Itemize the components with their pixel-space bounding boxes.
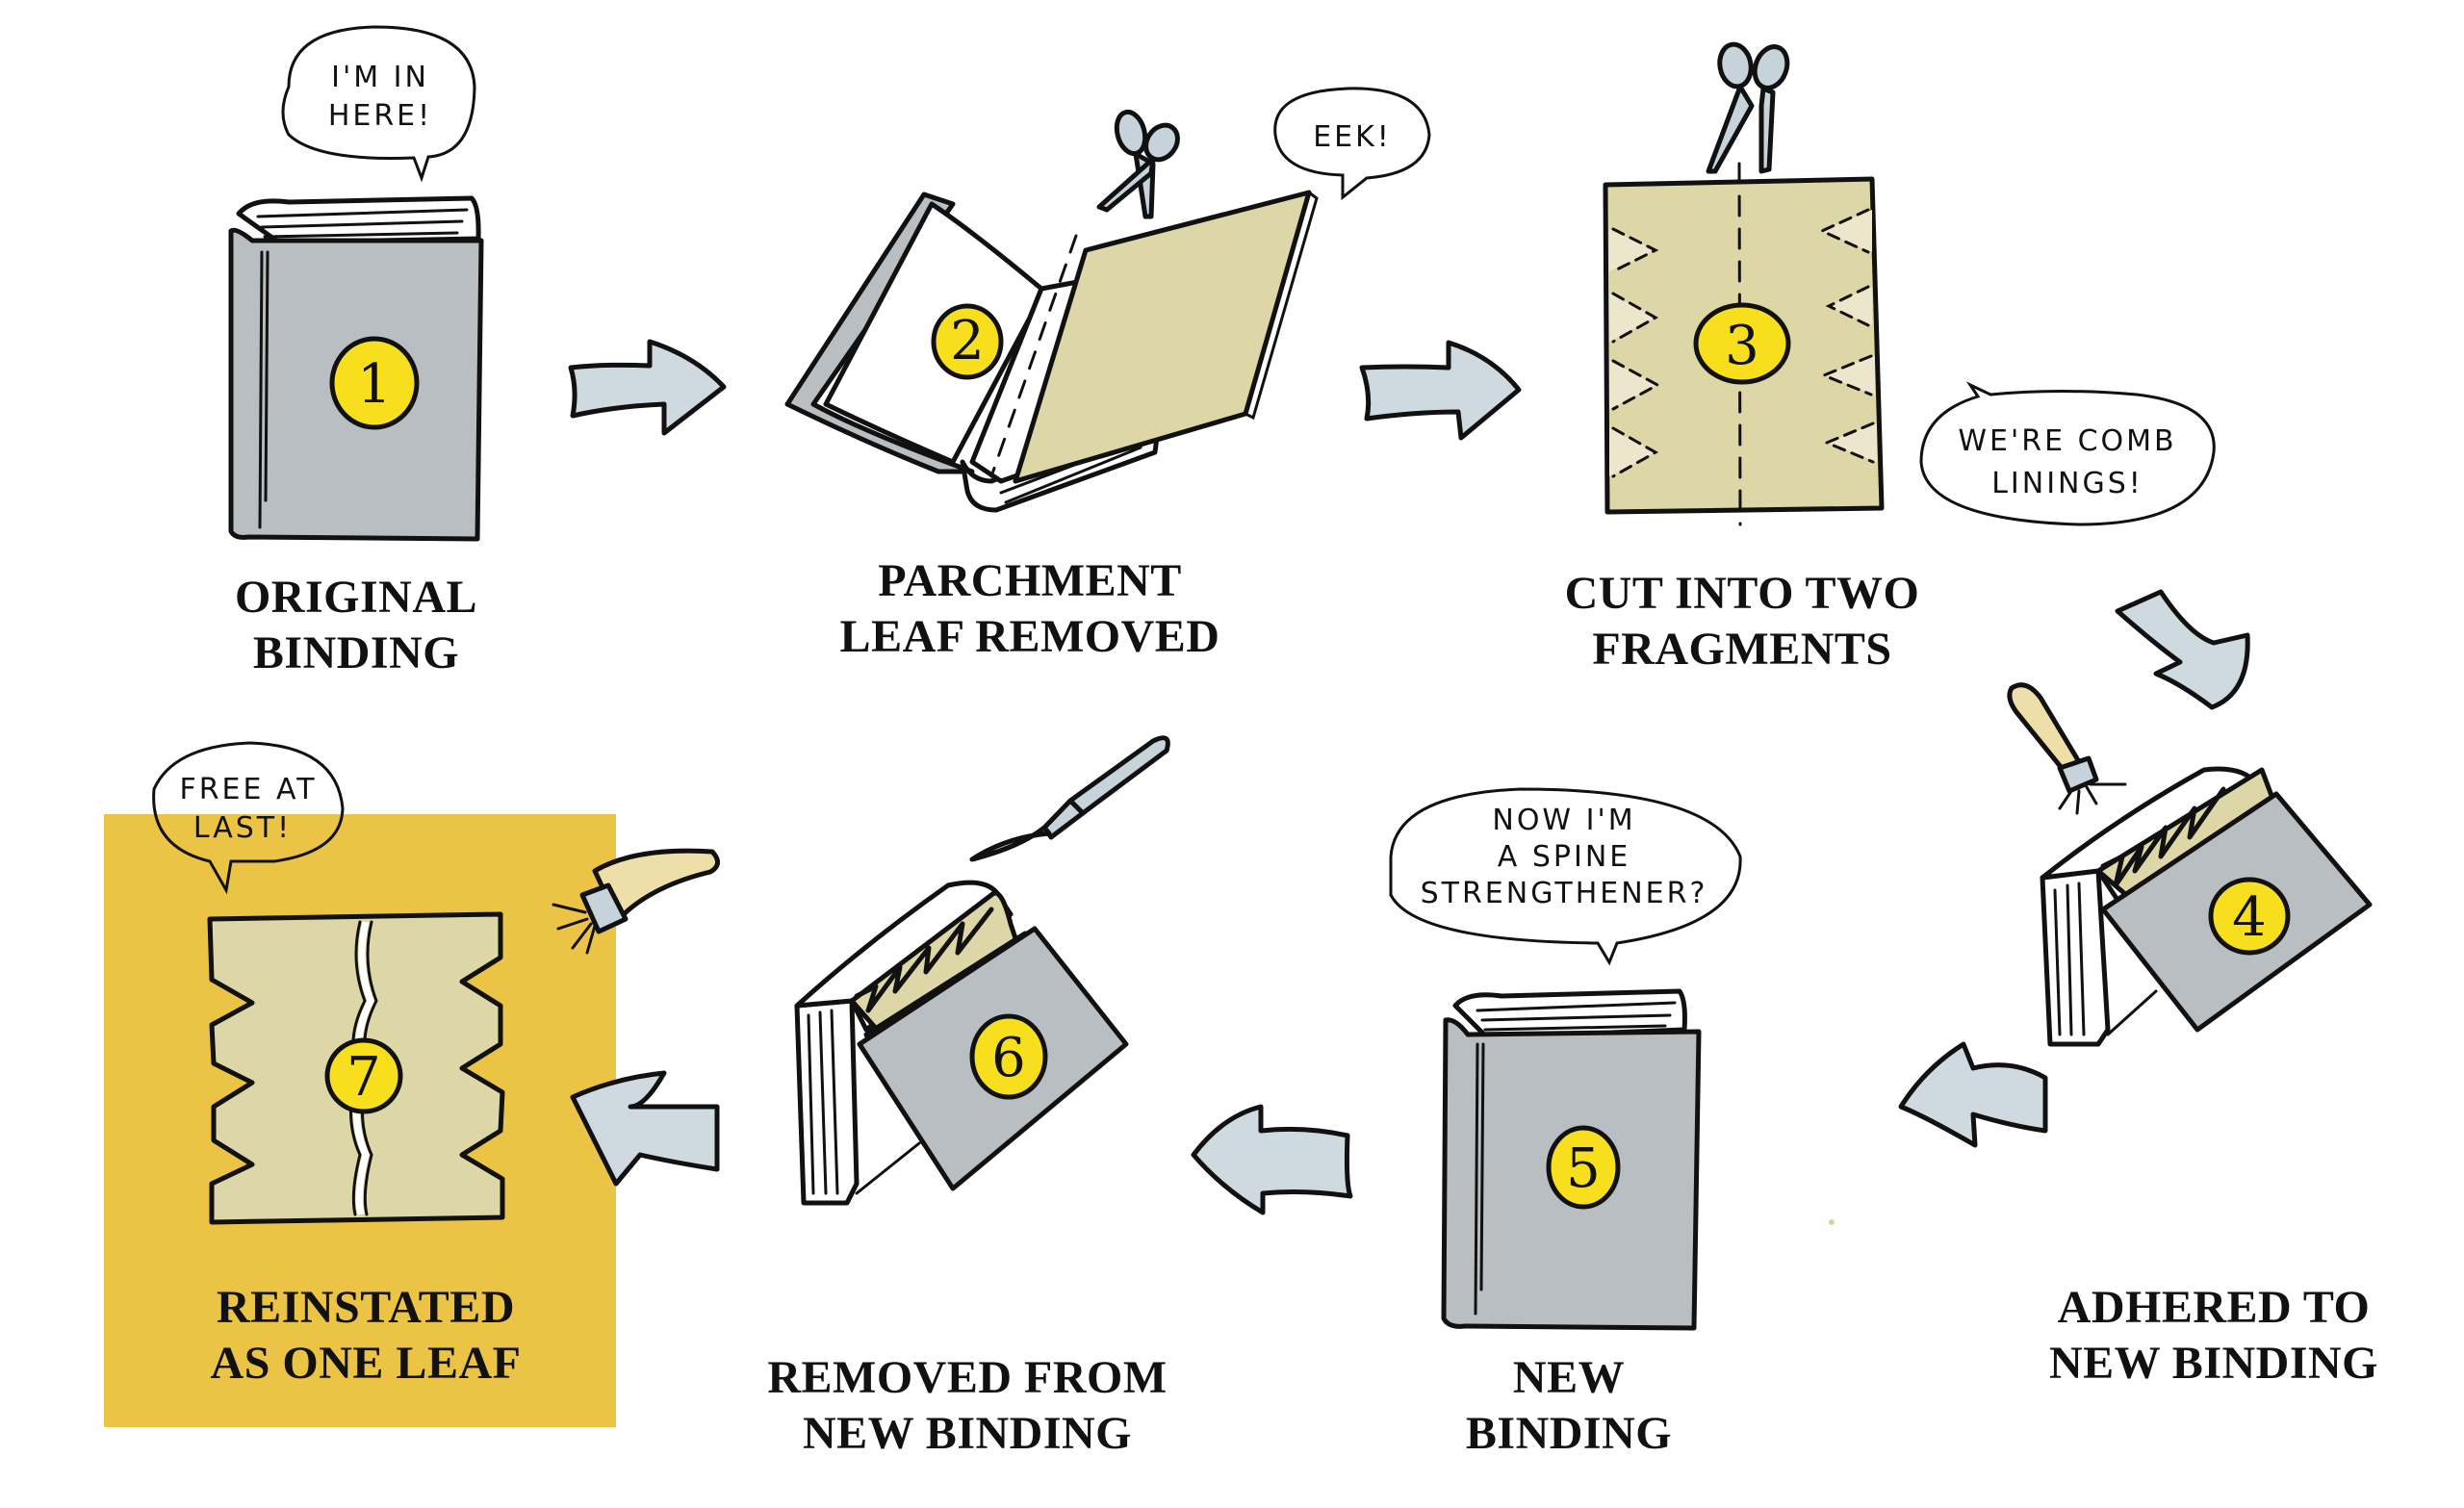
ink-speck [1829,1219,1835,1225]
step-label-4-line-2: NEW BINDING [2048,1338,2378,1389]
step-number-badge-1: 1 [329,336,420,430]
arrow-icon-5-to-6 [1191,1104,1353,1215]
svg-text:5: 5 [1566,1137,1601,1200]
step-number-badge-3: 3 [1693,302,1791,385]
svg-text:7: 7 [346,1046,381,1109]
svg-text:6: 6 [991,1027,1026,1089]
arrow-icon-3-to-4 [2115,589,2250,710]
step-label-5: NEW BINDING [1424,1350,1713,1462]
scalpel-icon-step-6 [969,735,1170,862]
svg-text:WE'RE COMB: WE'RE COMB [1958,424,2176,458]
step-number-badge-2: 2 [931,303,1004,380]
svg-text:3: 3 [1725,315,1759,377]
step-label-5-line-2: BINDING [1465,1408,1673,1459]
step-number-badge-7: 7 [324,1037,403,1114]
step-number-badge-5: 5 [1546,1125,1621,1210]
book-icon-step-6 [794,880,1129,1206]
step-label-1-line-2: BINDING [252,627,460,678]
arrow-icon-2-to-3 [1359,340,1522,441]
step-label-2-line-2: LEAF REMOVED [839,611,1220,662]
arrow-icon-1-to-2 [568,339,727,436]
svg-text:LININGS!: LININGS! [1991,467,2143,500]
svg-text:4: 4 [2232,886,2267,949]
step-number-badge-6: 6 [969,1013,1048,1100]
step-label-3: CUT INTO TWO FRAGMENTS [1540,566,1944,677]
speech-bubble-step-2: EEK! [1273,87,1431,201]
svg-text:1: 1 [357,353,392,416]
svg-text:STRENGTHENER?: STRENGTHENER? [1421,877,1708,910]
open-book-icon-step-2 [784,190,1319,513]
step-number-badge-4: 4 [2208,877,2291,956]
step-label-1-line-1: ORIGINAL [234,572,478,623]
svg-text:HERE!: HERE! [328,99,432,133]
svg-text:FREE AT: FREE AT [179,773,317,806]
svg-text:NOW I'M: NOW I'M [1492,804,1635,837]
svg-text:A SPINE: A SPINE [1498,840,1630,874]
speech-bubble-step-3: WE'RE COMB LININGS! [1919,381,2216,526]
brush-icon-step-7 [552,848,720,955]
step-label-7: REINSTATED AS ONE LEAF [164,1280,568,1392]
speech-bubble-step-1: I'M IN HERE! [281,25,476,183]
step-label-7-line-1: REINSTATED [217,1282,515,1333]
scissors-icon-step-3 [1706,41,1790,174]
step-label-6-line-2: NEW BINDING [802,1408,1132,1459]
step-label-2: PARCHMENT LEAF REMOVED [823,553,1237,665]
speech-bubble-step-7: FREE AT LAST! [152,741,345,895]
step-label-5-line-1: NEW [1512,1352,1626,1403]
scissors-icon-step-2 [1096,109,1180,219]
svg-text:LAST!: LAST! [193,811,292,845]
svg-text:2: 2 [950,310,985,372]
svg-text:EEK!: EEK! [1313,120,1392,154]
speech-bubble-step-5: NOW I'M A SPINE STRENGTHENER? [1389,787,1742,966]
arrow-icon-6-to-7 [570,1070,720,1187]
step-label-3-line-2: FRAGMENTS [1592,624,1892,675]
step-label-7-line-2: AS ONE LEAF [210,1338,522,1389]
step-label-1: ORIGINAL BINDING [212,570,500,681]
brush-icon-step-4 [2007,682,2127,815]
step-label-6-line-1: REMOVED FROM [767,1352,1168,1403]
step-label-3-line-1: CUT INTO TWO [1564,568,1920,619]
svg-text:I'M IN: I'M IN [331,61,429,94]
step-label-4-line-1: ADHERED TO [2057,1282,2371,1333]
arrow-icon-4-to-5 [1898,1041,2048,1148]
step-label-4: ADHERED TO NEW BINDING [2012,1280,2416,1392]
step-label-6: REMOVED FROM NEW BINDING [741,1350,1194,1462]
step-label-2-line-1: PARCHMENT [878,555,1182,606]
book-icon-step-4 [2040,766,2373,1047]
